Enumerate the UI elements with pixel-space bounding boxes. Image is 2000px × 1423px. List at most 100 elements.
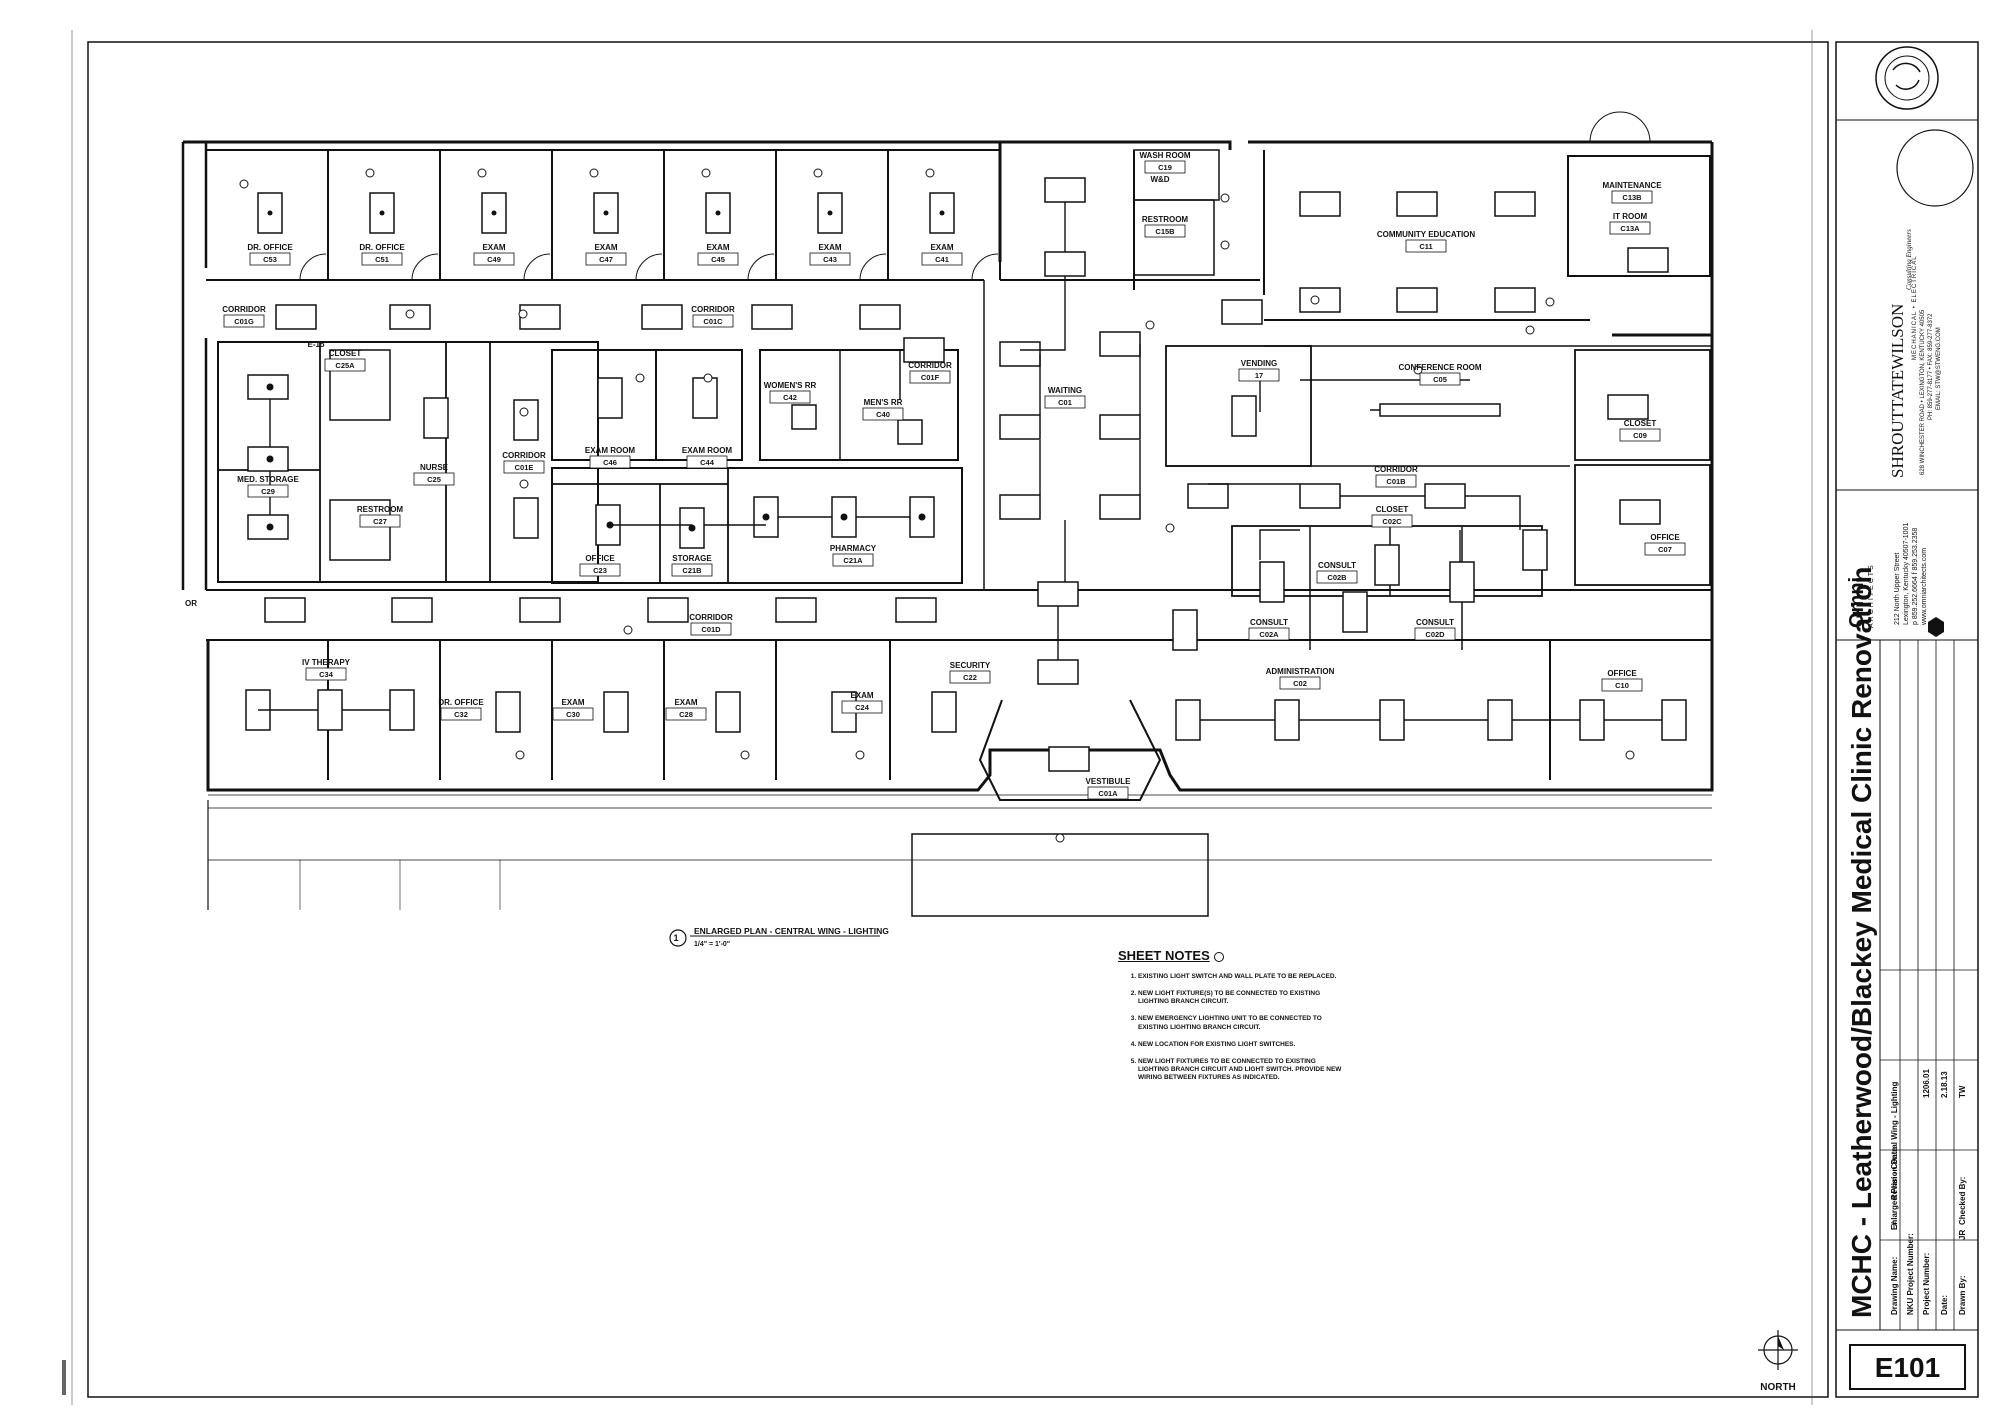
north-label: NORTH: [1760, 1382, 1796, 1393]
room-number-label: C34: [319, 670, 334, 679]
room-number-label: C11: [1419, 242, 1432, 251]
room-number-box: [832, 553, 874, 567]
room-name-label: CLOSET: [1624, 419, 1657, 428]
title-block-frame: [1835, 41, 1979, 1398]
room-number-label: C42: [783, 393, 797, 402]
architect-name: Omni: [1846, 576, 1868, 628]
room-name-label: RESTROOM: [357, 505, 404, 514]
date-label: Date:: [1940, 1294, 1949, 1315]
architect-address: 212 North Upper Street: [1894, 552, 1901, 625]
room-name-label: EXAM ROOM: [585, 446, 636, 455]
room-number-label: C15B: [1155, 227, 1175, 236]
light-fixtures: [245, 177, 1687, 772]
room-number-label: C21B: [682, 566, 702, 575]
room-name-label: CLOSET: [329, 349, 362, 358]
north-arrow-icon: [1758, 1330, 1798, 1370]
checked-by-value: TW: [1958, 1085, 1967, 1098]
architect-city: Lexington, Kentucky 40507-1001: [1903, 522, 1910, 625]
room-name-label: CORRIDOR: [1374, 465, 1418, 474]
room-number-box: [579, 563, 621, 577]
room-name-label: MED. STORAGE: [237, 475, 299, 484]
room-name-label: WASH ROOM: [1139, 151, 1190, 160]
sheet-note-item: NEW EMERGENCY LIGHTING UNIT TO BE CONNEC…: [1138, 1015, 1348, 1031]
room-number-box: [1248, 627, 1290, 641]
room-name-label: EXAM ROOM: [682, 446, 733, 455]
sheet-notes-list: EXISTING LIGHT SWITCH AND WALL PLATE TO …: [1118, 973, 1348, 1082]
room-number-label: C01D: [701, 625, 721, 634]
conference-strip-fixture: [1379, 403, 1501, 417]
room-number-box: [1405, 239, 1447, 253]
room-name-label: CORRIDOR: [502, 451, 546, 460]
room-name-label: EXAM: [594, 243, 617, 252]
room-number-box: [697, 252, 739, 266]
room-number-label: C29: [261, 487, 275, 496]
omni-logo-mark: [1928, 617, 1944, 637]
room-name-label: CONFERENCE ROOM: [1398, 363, 1481, 372]
room-number-label: C44: [700, 458, 715, 467]
room-name-label: CORRIDOR: [222, 305, 266, 314]
room-number-label: C07: [1658, 545, 1672, 554]
room-number-label: C01F: [921, 373, 940, 382]
sheet-notes-title: SHEET NOTES: [1118, 948, 1210, 963]
room-number-box: [809, 252, 851, 266]
room-number-box: [686, 455, 728, 469]
room-number-box: [1375, 474, 1417, 488]
room-number-label: C40: [876, 410, 890, 419]
sheet-note-item: NEW LOCATION FOR EXISTING LIGHT SWITCHES…: [1138, 1041, 1348, 1049]
room-number-label: 17: [1255, 371, 1263, 380]
room-number-box: [249, 252, 291, 266]
room-name-label: OFFICE: [1650, 533, 1680, 542]
room-number-label: C10: [1615, 681, 1629, 690]
sheet-number-box: [1849, 1344, 1966, 1390]
room-number-box: [949, 670, 991, 684]
room-number-box: [841, 700, 883, 714]
room-number-label: C30: [566, 710, 580, 719]
room-name-label: VENDING: [1241, 359, 1277, 368]
room-number-box: [1238, 368, 1280, 382]
room-name-label: WOMEN'S RR: [764, 381, 817, 390]
plan-callout-circle: [669, 929, 687, 947]
engineer-firm-name: SHROUTTATEWILSON: [1888, 303, 1907, 478]
room-name-label: VESTIBULE: [1086, 777, 1132, 786]
room-number-box: [909, 370, 951, 384]
room-name-label: COMMUNITY EDUCATION: [1377, 230, 1476, 239]
room-number-label: C02C: [1382, 517, 1402, 526]
engineer-phone: PH: 859-277-8177 • FAX: 859-277-8372: [1928, 313, 1934, 420]
room-number-box: [690, 622, 732, 636]
room-number-box: [1609, 221, 1651, 235]
room-number-box: [1371, 514, 1413, 528]
drawing-border: [87, 41, 1829, 1398]
room-number-box: [359, 514, 401, 528]
room-name-label: EXAM: [818, 243, 841, 252]
room-name-label: OFFICE: [1607, 669, 1637, 678]
room-number-label: C51: [375, 255, 389, 264]
room-number-label: C24: [855, 703, 870, 712]
engineer-email: EMAIL: STW@STWENG.COM: [1936, 327, 1942, 410]
room-number-box: [585, 252, 627, 266]
room-number-label: C43: [823, 255, 837, 264]
sheet-note-item: NEW LIGHT FIXTURES TO BE CONNECTED TO EX…: [1138, 1058, 1348, 1082]
room-name-label: E-15: [308, 340, 325, 349]
room-number-box: [1144, 224, 1186, 238]
project-title: MCHC - Leatherwood/Blackey Medical Clini…: [1846, 566, 1877, 1318]
room-name-label: IT ROOM: [1613, 212, 1648, 221]
room-number-label: C22: [963, 673, 977, 682]
room-number-label: C19: [1158, 163, 1172, 172]
room-name-label: EXAM: [482, 243, 505, 252]
room-number-box: [1644, 542, 1686, 556]
room-number-label: C25A: [335, 361, 355, 370]
note-circle-icon: [1213, 951, 1224, 962]
room-number-box: [921, 252, 963, 266]
room-number-box: [1419, 372, 1461, 386]
branch-wiring: [258, 202, 1662, 721]
room-name-label: CORRIDOR: [908, 361, 952, 370]
room-number-label: C02B: [1327, 573, 1347, 582]
nku-project-number-label: NKU Project Number:: [1906, 1233, 1915, 1315]
room-number-label: C01G: [234, 317, 254, 326]
architect-web: www.omniarchitects.com: [1921, 547, 1928, 625]
room-name-label: CONSULT: [1416, 618, 1454, 627]
plan-callout-number: 1: [673, 933, 678, 943]
room-name-label: STORAGE: [672, 554, 712, 563]
